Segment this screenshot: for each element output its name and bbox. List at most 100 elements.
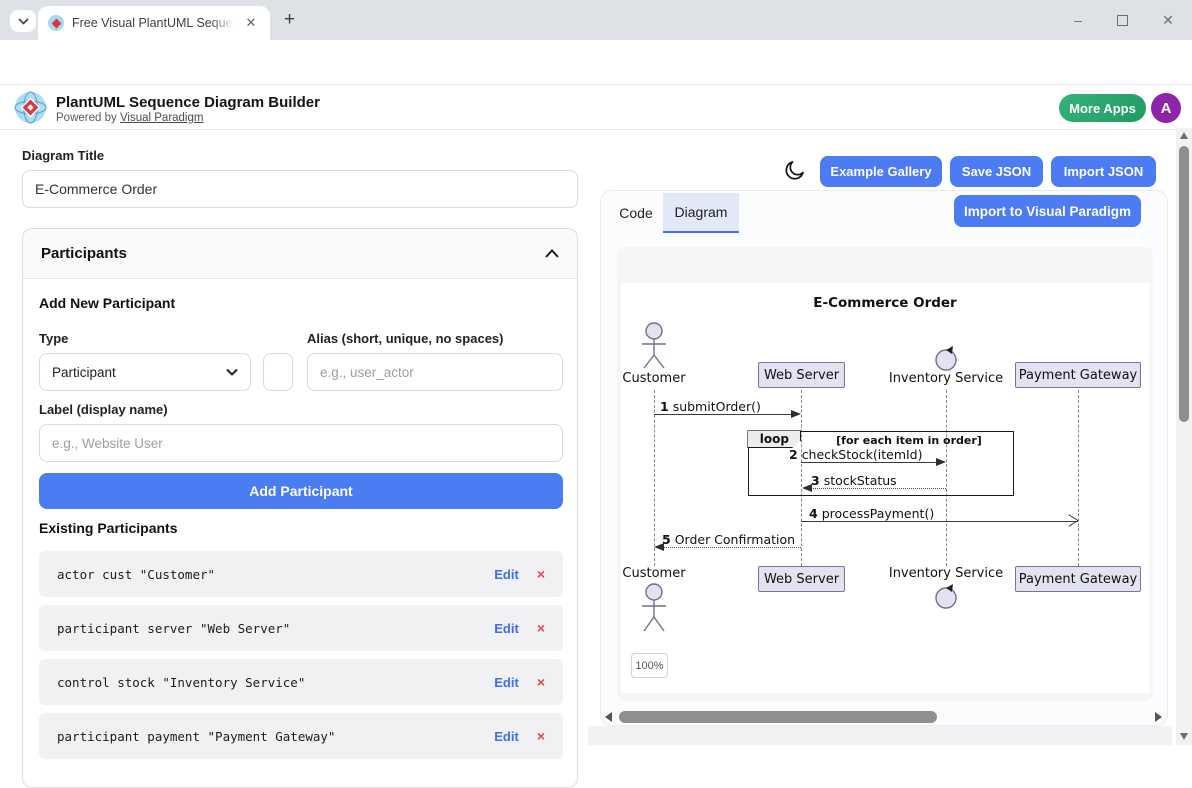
horizontal-scrollbar[interactable] xyxy=(603,709,1167,725)
lifeline-payment-gateway xyxy=(1078,390,1079,566)
control-icon xyxy=(935,584,957,609)
participant-row: participant server "Web Server" Edit × xyxy=(39,605,563,651)
edit-participant-link[interactable]: Edit xyxy=(494,728,519,744)
lifeline-customer xyxy=(654,390,655,566)
more-apps-button[interactable]: More Apps xyxy=(1059,94,1146,122)
participant-label: Customer xyxy=(622,566,686,581)
message-arrow xyxy=(654,414,792,415)
participant-row: participant payment "Payment Gateway" Ed… xyxy=(39,713,563,759)
type-label: Type xyxy=(39,331,69,346)
message-label: 2 checkStock(itemId) xyxy=(789,447,923,462)
diagram-viewport[interactable]: E-Commerce Order Customer Web Server xyxy=(617,247,1153,701)
add-new-participant-title: Add New Participant xyxy=(39,295,176,311)
message-num: 1 xyxy=(660,399,669,414)
participant-box-label: Payment Gateway xyxy=(1018,571,1138,587)
window-close-button[interactable]: ✕ xyxy=(1162,11,1174,28)
type-select[interactable]: Participant xyxy=(39,353,251,391)
participant-color-box[interactable] xyxy=(263,353,293,391)
loop-condition: [for each item in order] xyxy=(836,434,982,447)
visual-paradigm-link[interactable]: Visual Paradigm xyxy=(119,112,204,124)
label-input[interactable] xyxy=(39,424,563,462)
chevron-up-icon[interactable] xyxy=(545,249,559,258)
participant-code: actor cust "Customer" xyxy=(57,566,216,582)
alias-label: Alias (short, unique, no spaces) xyxy=(307,331,504,346)
existing-participants-title: Existing Participants xyxy=(39,520,178,536)
arrowhead-icon xyxy=(654,542,664,551)
participant-row: actor cust "Customer" Edit × xyxy=(39,551,563,597)
delete-participant-icon[interactable]: × xyxy=(536,728,545,744)
scroll-left-icon[interactable] xyxy=(605,712,612,722)
tab-title: Free Visual PlantUML Sequence xyxy=(72,16,234,30)
diagram-title-input[interactable] xyxy=(22,170,578,208)
message-arrow xyxy=(663,547,801,548)
loop-fragment: loop [for each item in order] xyxy=(747,430,1014,496)
scroll-up-icon[interactable] xyxy=(1180,132,1188,139)
participant-row: control stock "Inventory Service" Edit × xyxy=(39,659,563,705)
tab-diagram[interactable]: Diagram xyxy=(663,193,739,233)
window-minimize-button[interactable]: – xyxy=(1074,12,1082,28)
participants-card: Participants Add New Participant Type Pa… xyxy=(22,228,578,788)
horizontal-scrollbar-thumb[interactable] xyxy=(619,711,937,723)
powered-prefix: Powered by xyxy=(56,112,117,124)
visual-paradigm-logo xyxy=(14,91,47,124)
site-favicon-icon xyxy=(48,15,64,31)
diagram-title: E-Commerce Order xyxy=(813,295,957,311)
page-background-strip xyxy=(588,726,1172,745)
actor-icon xyxy=(642,322,666,369)
tab-close-icon[interactable]: ✕ xyxy=(245,15,257,30)
tab-search-button[interactable] xyxy=(10,10,36,32)
edit-participant-link[interactable]: Edit xyxy=(494,620,519,636)
message-arrow xyxy=(801,521,1078,522)
participant-box-label: Web Server xyxy=(763,367,840,383)
browser-toolbar: ai-toolbox.visual-paradigm.com/app/plant… xyxy=(0,40,1192,119)
delete-participant-icon[interactable]: × xyxy=(536,620,545,636)
vertical-scrollbar-thumb[interactable] xyxy=(1179,146,1189,422)
new-tab-button[interactable]: + xyxy=(284,9,296,30)
participant-box: Web Server xyxy=(758,566,845,592)
diagram-title-label: Diagram Title xyxy=(22,148,105,163)
loop-label: loop xyxy=(747,430,802,449)
message-text: stockStatus xyxy=(823,473,897,488)
participant-code: control stock "Inventory Service" xyxy=(57,674,306,690)
user-avatar[interactable]: A xyxy=(1151,93,1181,123)
vertical-scrollbar[interactable] xyxy=(1176,128,1192,745)
scroll-right-icon[interactable] xyxy=(1155,712,1162,722)
message-text: processPayment() xyxy=(821,506,935,521)
actor-icon xyxy=(642,583,666,632)
participant-code: participant server "Web Server" xyxy=(57,620,291,636)
edit-participant-link[interactable]: Edit xyxy=(494,674,519,690)
add-participant-button[interactable]: Add Participant xyxy=(39,473,563,509)
message-arrow xyxy=(811,488,946,489)
import-to-visual-paradigm-button[interactable]: Import to Visual Paradigm xyxy=(954,195,1141,227)
participant-box: Payment Gateway xyxy=(1015,362,1141,388)
participant-label: Inventory Service xyxy=(888,371,1004,386)
participants-title: Participants xyxy=(41,245,127,262)
message-text: Order Confirmation xyxy=(674,532,796,547)
scroll-down-icon[interactable] xyxy=(1180,733,1188,740)
message-text: submitOrder() xyxy=(672,399,761,414)
preview-card: Code Diagram Import to Visual Paradigm E… xyxy=(600,190,1168,726)
alias-input[interactable] xyxy=(307,353,563,391)
browser-tab[interactable]: Free Visual PlantUML Sequence ✕ xyxy=(38,6,270,40)
delete-participant-icon[interactable]: × xyxy=(536,674,545,690)
message-label: 3 stockStatus xyxy=(811,473,897,488)
browser-titlebar: Free Visual PlantUML Sequence ✕ + – ✕ xyxy=(0,0,1192,40)
participant-box-label: Web Server xyxy=(763,571,840,587)
message-label: 1 submitOrder() xyxy=(660,399,761,414)
window-maximize-button[interactable] xyxy=(1108,10,1136,30)
participant-box: Payment Gateway xyxy=(1015,566,1141,592)
participant-code: participant payment "Payment Gateway" xyxy=(57,728,336,744)
dark-mode-moon-icon[interactable] xyxy=(783,158,807,182)
tab-code[interactable]: Code xyxy=(619,205,653,221)
participant-label: Customer xyxy=(622,371,686,386)
message-label: 4 processPayment() xyxy=(809,506,934,521)
example-gallery-button[interactable]: Example Gallery xyxy=(820,156,942,187)
save-json-button[interactable]: Save JSON xyxy=(950,156,1043,187)
import-json-button[interactable]: Import JSON xyxy=(1051,156,1156,187)
participant-box-label: Payment Gateway xyxy=(1018,367,1138,383)
chevron-down-icon xyxy=(17,17,29,25)
delete-participant-icon[interactable]: × xyxy=(536,566,545,582)
zoom-level-badge[interactable]: 100% xyxy=(631,653,668,678)
edit-participant-link[interactable]: Edit xyxy=(494,566,519,582)
participants-card-header[interactable]: Participants xyxy=(23,229,577,279)
